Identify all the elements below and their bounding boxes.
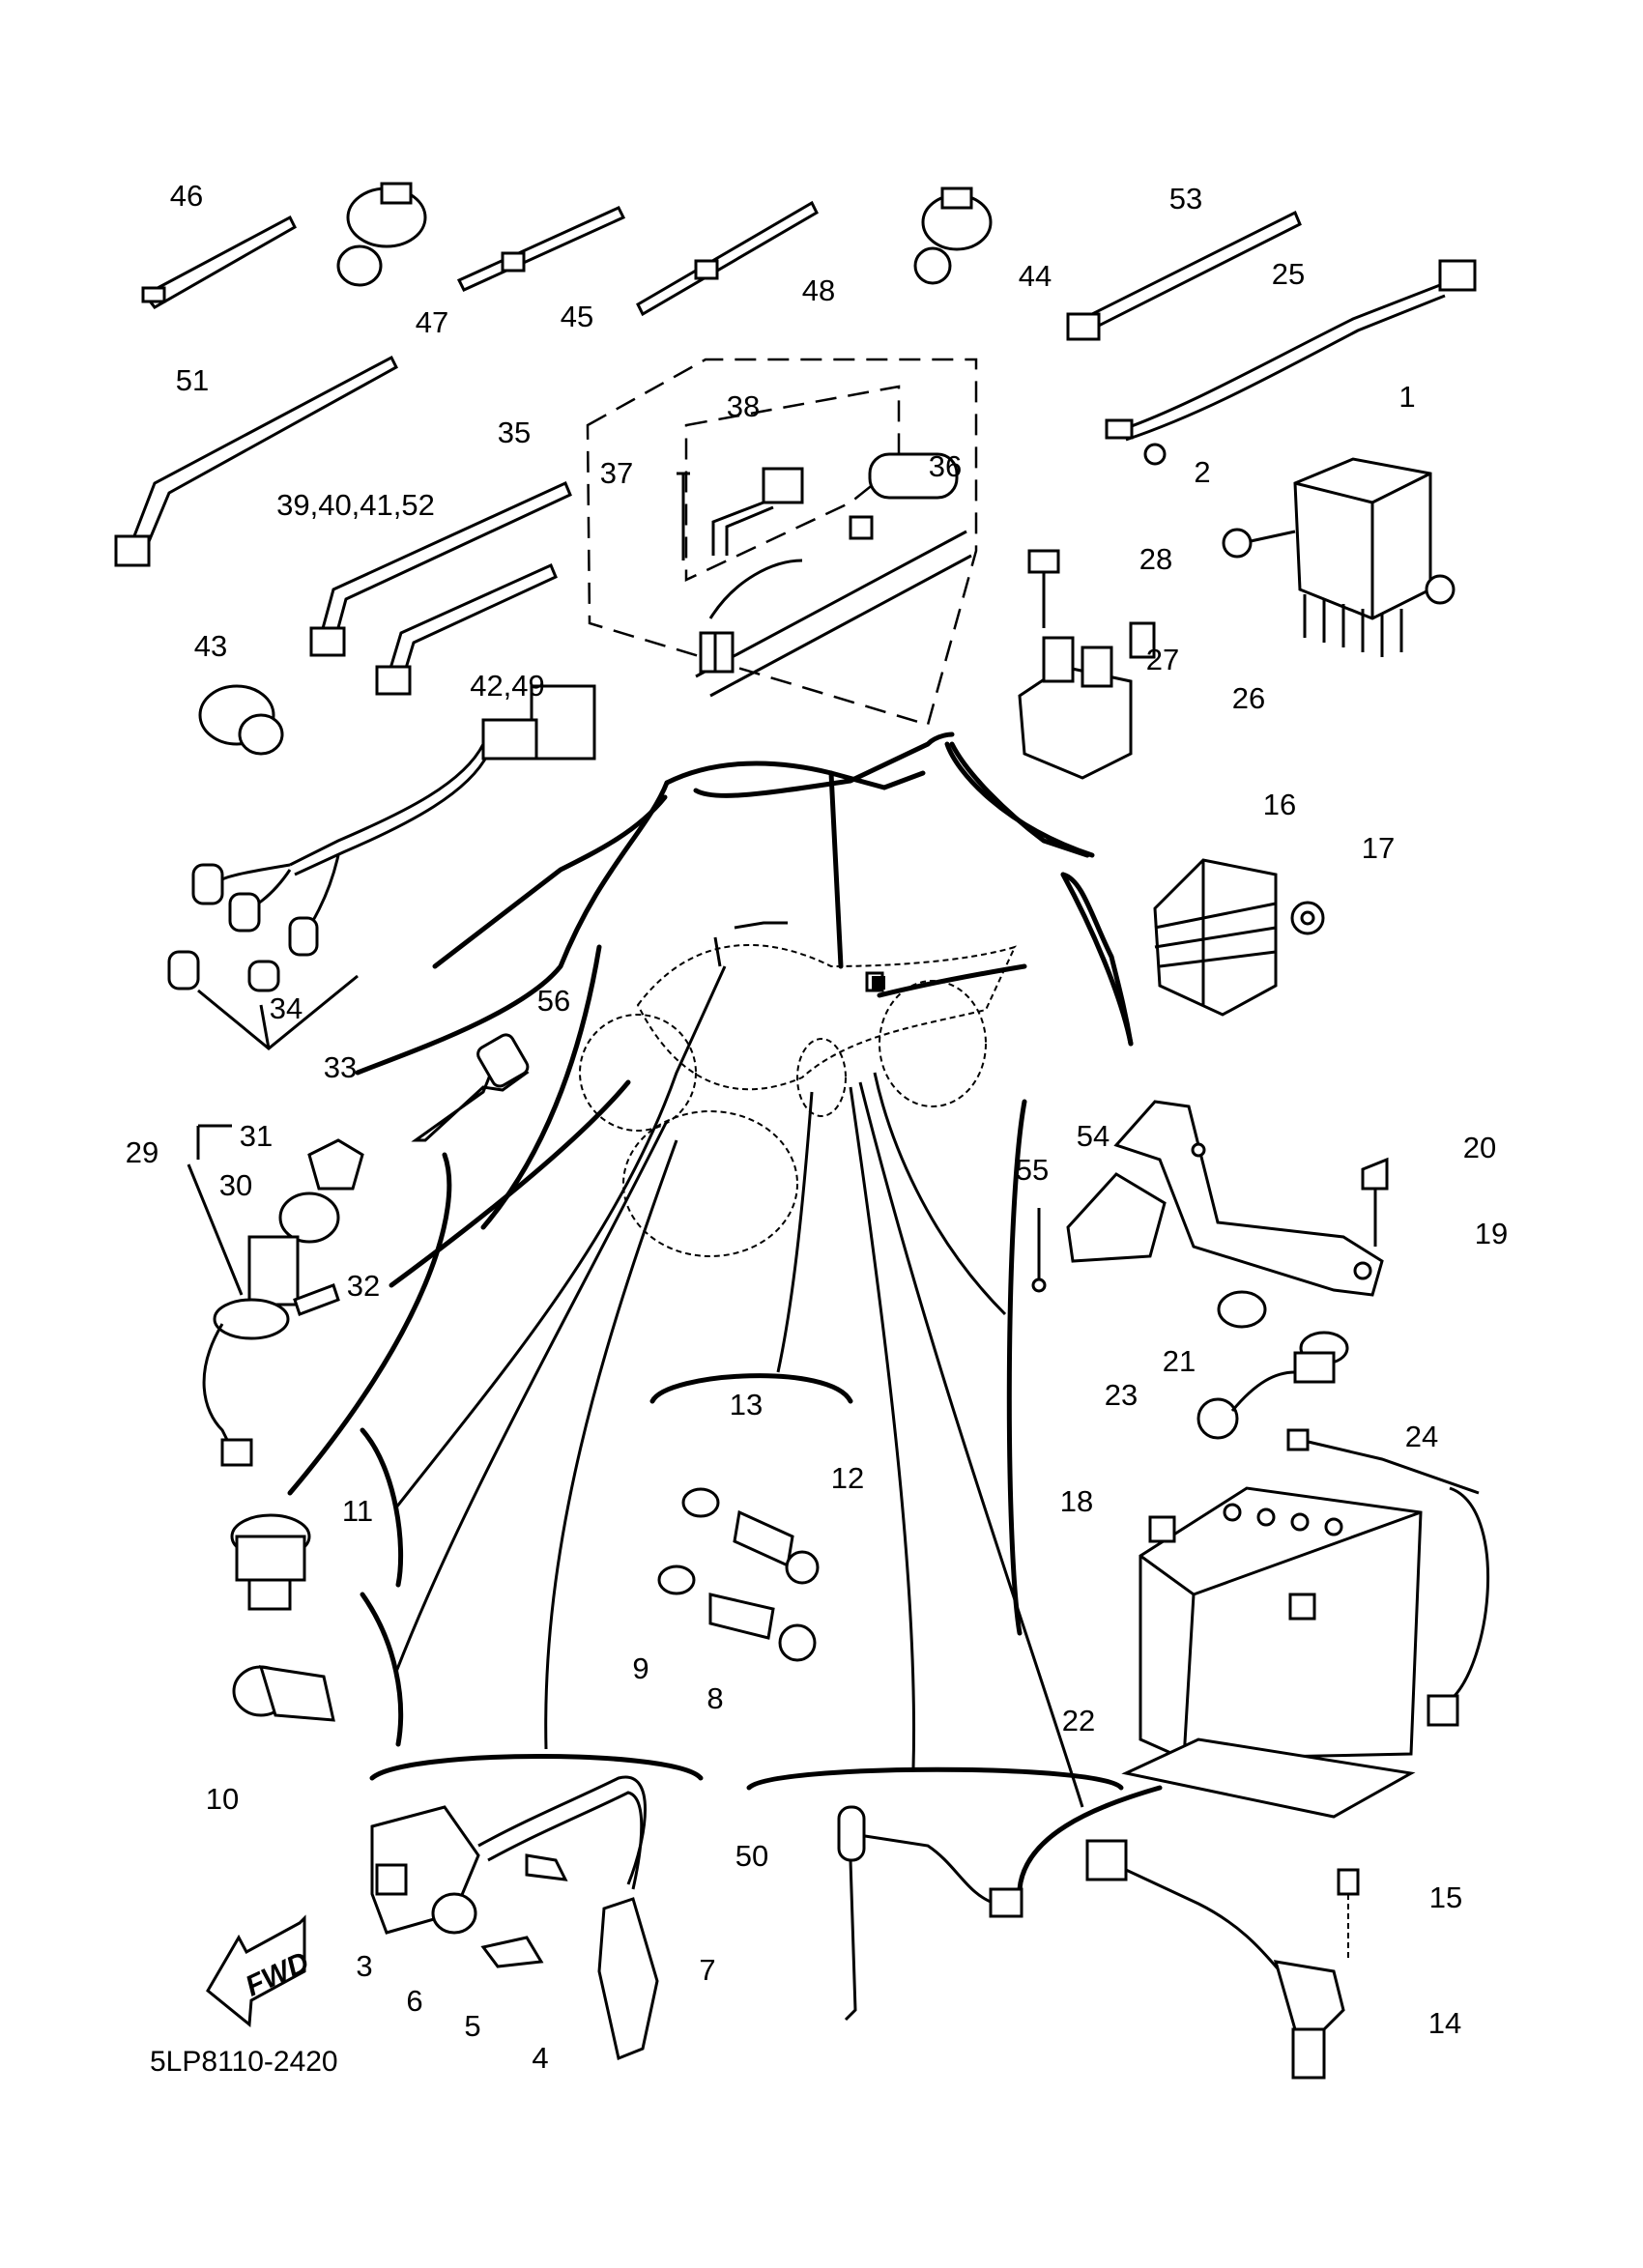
callout-32: 32 [347, 1269, 380, 1303]
callout-8: 8 [706, 1681, 723, 1715]
callout-33: 33 [324, 1050, 357, 1084]
callout-55: 55 [1016, 1153, 1049, 1187]
wire-harness-box-35 [586, 358, 978, 727]
callout-27: 27 [1146, 643, 1179, 676]
cable-tie-53 [1066, 210, 1302, 341]
drawing-code: 5LP8110-2420 [150, 2046, 338, 2078]
rectifier-regulator-16 [1153, 858, 1325, 1017]
main-switch-29 [187, 1124, 364, 1467]
cable-tie-46 [141, 215, 297, 309]
lead-33 [167, 684, 596, 1050]
lead-25 [1105, 259, 1477, 466]
callout-34: 34 [270, 991, 303, 1025]
callout-13: 13 [730, 1388, 763, 1421]
callout-14: 14 [1428, 2006, 1461, 2040]
callout-45: 45 [561, 300, 593, 333]
callout-17: 17 [1362, 831, 1395, 865]
sensor-10 [232, 1665, 335, 1722]
callout-31: 31 [240, 1119, 273, 1153]
callout-35: 35 [498, 416, 531, 449]
cable-tie-51 [114, 355, 398, 567]
callout-56: 56 [537, 984, 570, 1018]
cable-tie-42-49 [375, 562, 558, 696]
callout-6: 6 [406, 1984, 422, 2018]
clamp-44 [913, 187, 993, 285]
callout-10: 10 [206, 1782, 239, 1816]
callout-37: 37 [600, 456, 633, 490]
callout-5: 5 [464, 2009, 480, 2043]
atv-outline [579, 921, 1017, 1257]
callout-20: 20 [1463, 1131, 1496, 1164]
battery-18 [1121, 1351, 1490, 1819]
callout-46: 46 [170, 179, 203, 213]
callout-23: 23 [1105, 1378, 1138, 1412]
callout-38: 38 [727, 389, 760, 423]
callout-26: 26 [1232, 681, 1265, 715]
leader-lines [389, 741, 1134, 1808]
switch-50 [837, 1805, 1023, 2022]
callout-36: 36 [929, 449, 962, 483]
callout-22: 22 [1062, 1704, 1095, 1737]
starter-relay-26 [1018, 549, 1156, 780]
callout-25: 25 [1272, 257, 1305, 291]
callout-7: 7 [699, 1953, 715, 1987]
clamp-47 [336, 182, 427, 287]
callout-44: 44 [1019, 259, 1052, 293]
callout-1: 1 [1398, 380, 1415, 414]
callout-50: 50 [735, 1839, 768, 1873]
callout-2: 2 [1194, 455, 1210, 489]
callout-21: 21 [1163, 1344, 1196, 1378]
switch-11 [230, 1513, 311, 1611]
cable-tie-45 [456, 206, 626, 292]
callout-53: 53 [1169, 182, 1202, 215]
callout-16: 16 [1263, 788, 1296, 821]
cable-tie-48 [636, 200, 819, 317]
callout-12: 12 [831, 1461, 864, 1495]
battery-bracket-19 [1031, 1100, 1389, 1365]
callout-9: 9 [632, 1651, 649, 1685]
callout-19: 19 [1475, 1217, 1508, 1250]
clamp-43 [198, 684, 284, 756]
callout-54: 54 [1077, 1119, 1110, 1153]
callout-24: 24 [1405, 1420, 1438, 1453]
callout-39-40-41-52: 39,40,41,52 [276, 488, 435, 522]
callout-28: 28 [1139, 542, 1172, 576]
left-arrow-icon: FWD [206, 1914, 314, 2027]
key-56 [411, 1033, 530, 1142]
callout-30: 30 [219, 1168, 252, 1202]
callout-4: 4 [532, 2041, 548, 2075]
callout-48: 48 [802, 273, 835, 307]
callout-11: 11 [342, 1494, 373, 1528]
callout-42-49: 42,49 [470, 669, 545, 703]
cable-tie-39-40-41-52 [309, 480, 572, 657]
speed-sensor-14 [1085, 1839, 1360, 2080]
callout-51: 51 [176, 363, 209, 397]
callout-18: 18 [1060, 1484, 1093, 1518]
cdi-unit-1 [1222, 457, 1456, 657]
group-brackets [287, 732, 1163, 1892]
callout-29: 29 [126, 1135, 159, 1169]
callout-3: 3 [356, 1949, 372, 1983]
ignition-coil-3 [370, 1775, 659, 2061]
switch-12-13-9-8 [657, 1487, 820, 1662]
callout-15: 15 [1429, 1880, 1462, 1914]
callout-47: 47 [416, 305, 448, 339]
callout-43: 43 [194, 629, 227, 663]
